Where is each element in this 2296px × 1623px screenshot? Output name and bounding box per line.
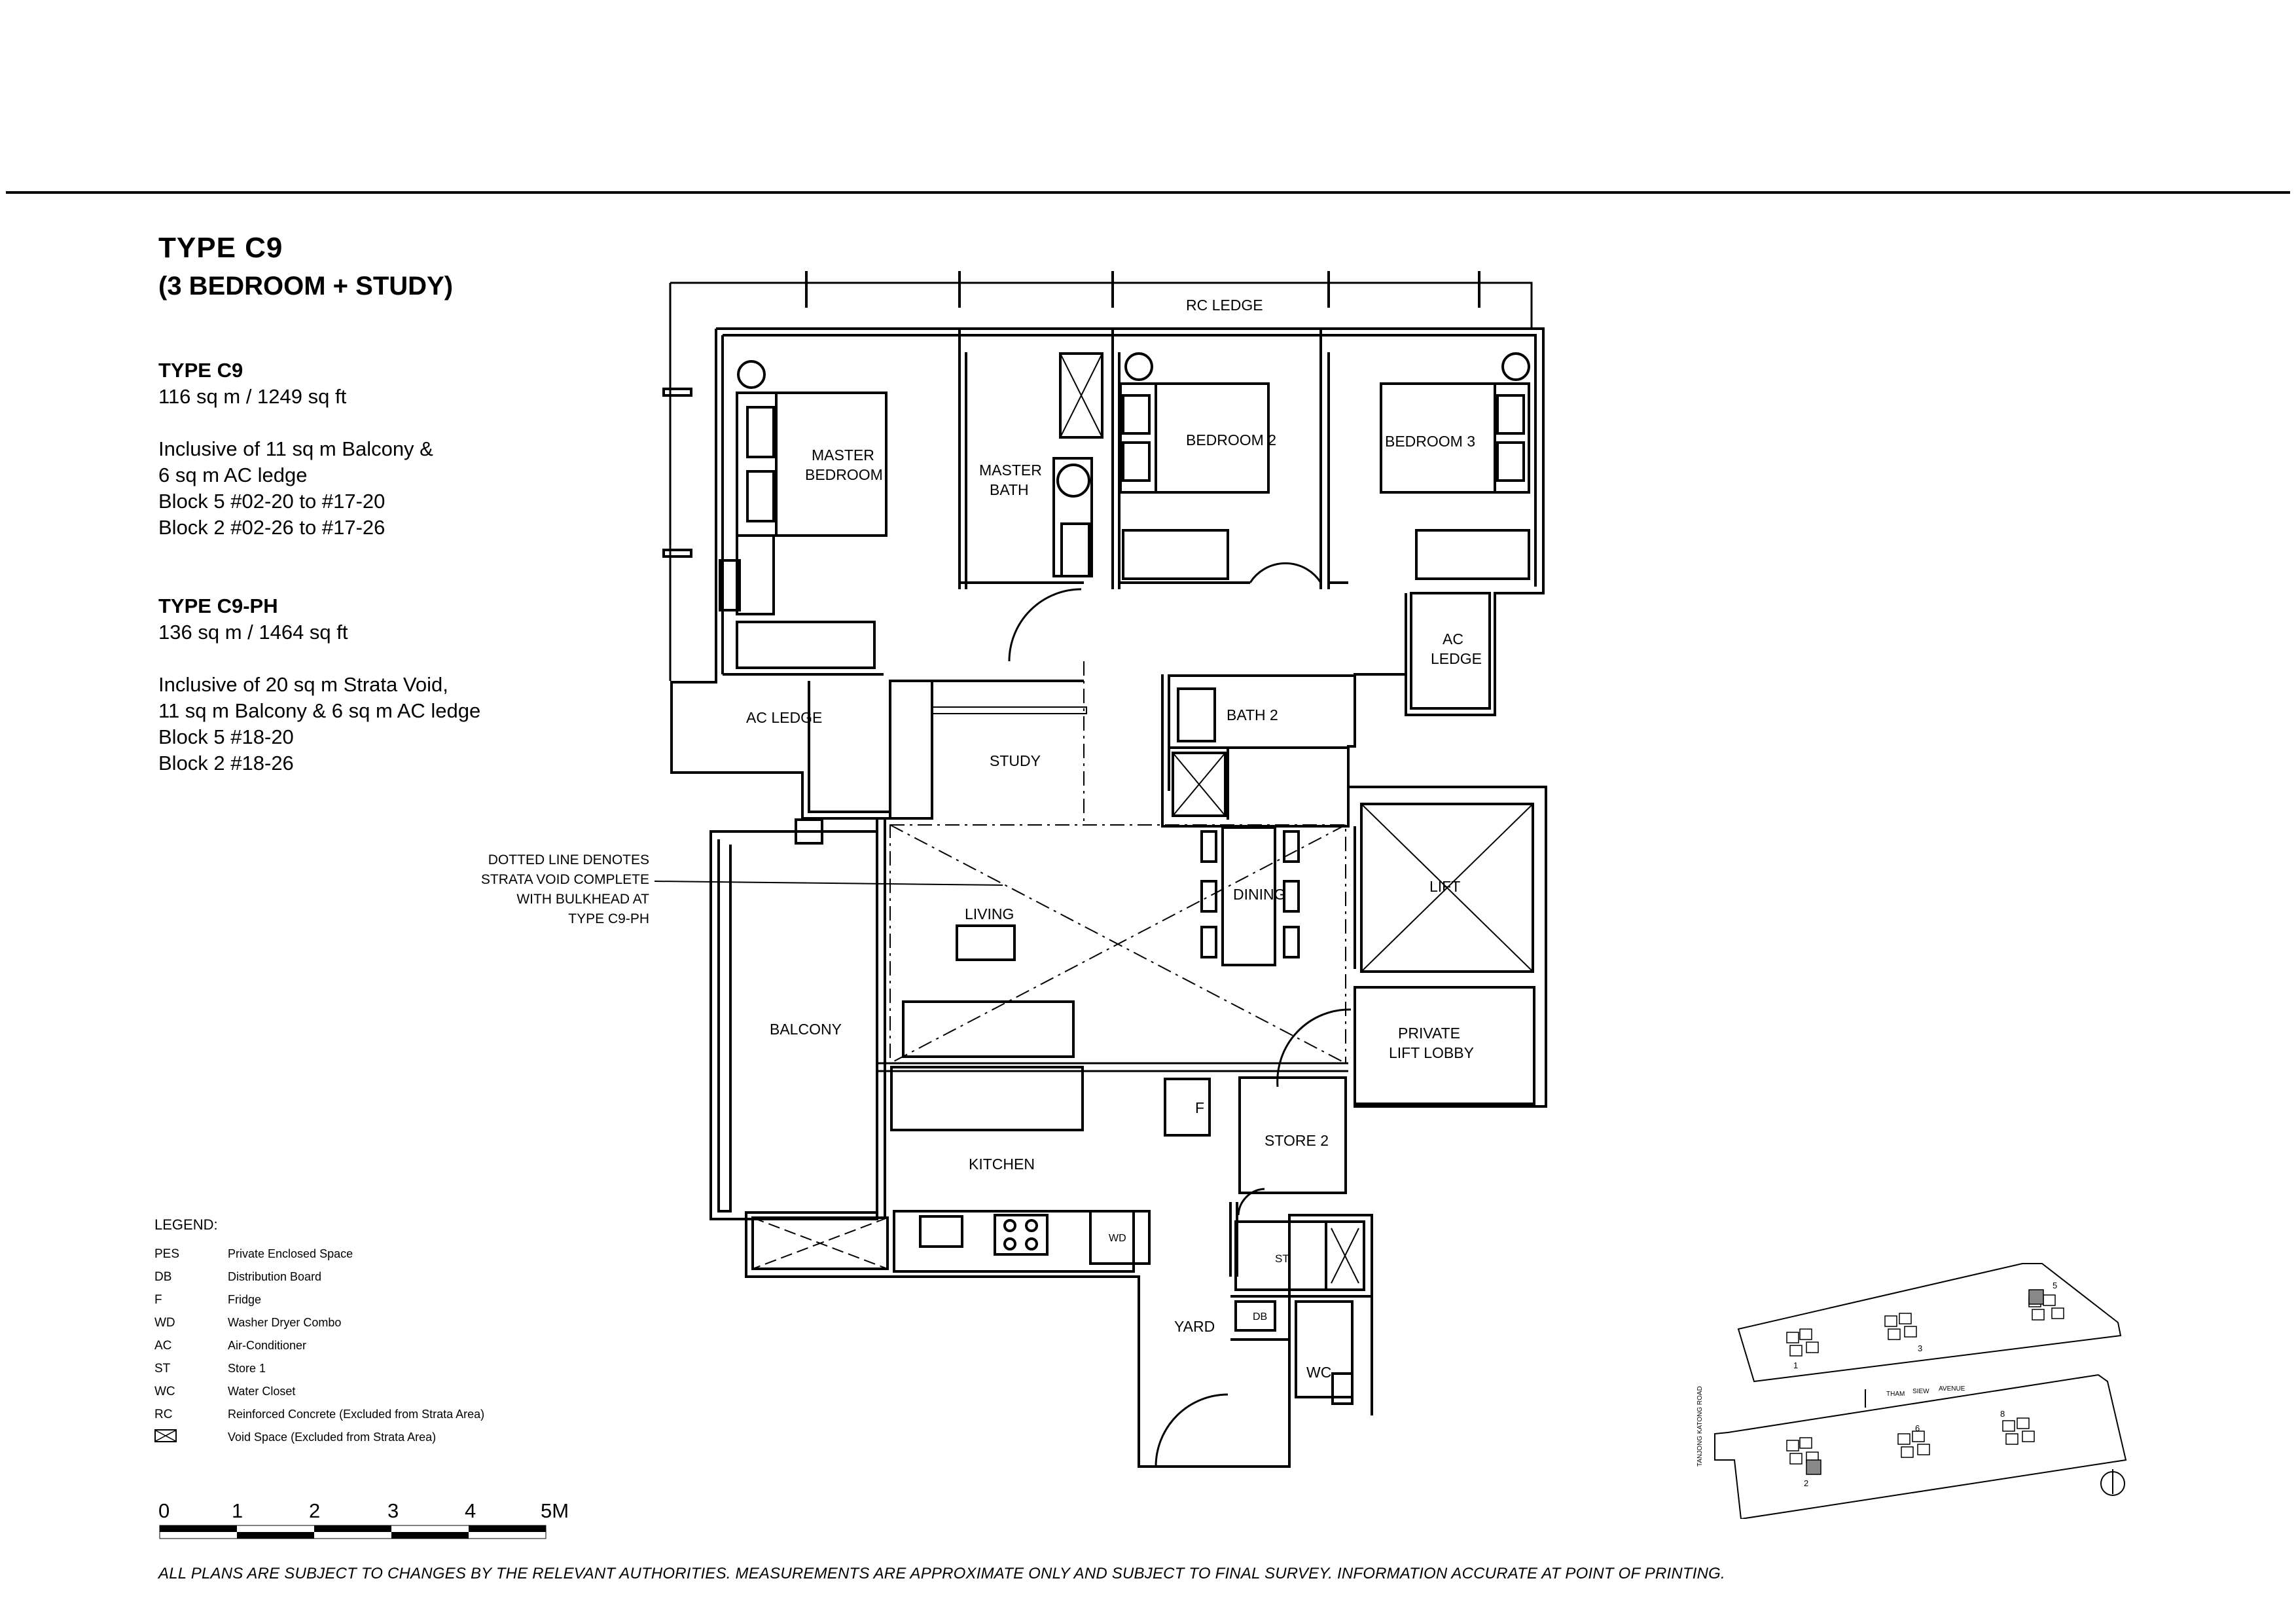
site-avenue-label: AVENUE (1939, 1385, 1965, 1393)
highlighted-unit-block-2 (1806, 1459, 1821, 1475)
unit-c9ph-area: 136 sq m / 1464 sq ft (158, 621, 348, 644)
label-bath-2: BATH 2 (1227, 706, 1278, 723)
label-db: DB (1253, 1311, 1267, 1322)
unit-c9ph-line: Inclusive of 20 sq m Strata Void, (158, 673, 448, 696)
void-note-line: WITH BULKHEAD AT (516, 892, 649, 907)
label-rc-ledge: RC LEDGE (1186, 297, 1263, 314)
label-master-bath: BATH (990, 481, 1029, 498)
highlighted-unit-block-5 (2028, 1289, 2044, 1305)
label-store-2: STORE 2 (1265, 1132, 1329, 1149)
site-block-label: 8 (2000, 1409, 2005, 1419)
label-kitchen: KITCHEN (969, 1156, 1035, 1173)
scale-bar-graphic (159, 1525, 547, 1539)
label-study: STUDY (990, 752, 1041, 769)
label-master-bath: MASTER (979, 462, 1042, 479)
unit-c9ph-line: Block 2 #18-26 (158, 752, 294, 775)
unit-c9-line: Block 5 #02-20 to #17-20 (158, 490, 386, 513)
page-title: TYPE C9 (158, 232, 283, 264)
scale-label: 2 (309, 1499, 321, 1522)
disclaimer: ALL PLANS ARE SUBJECT TO CHANGES BY THE … (158, 1565, 1725, 1582)
site-block-label: 1 (1793, 1360, 1798, 1370)
page-subtitle: (3 BEDROOM + STUDY) (158, 272, 454, 301)
site-block-label: 6 (1915, 1423, 1920, 1433)
scale-label: 0 (158, 1499, 170, 1522)
scale-label: 3 (387, 1499, 399, 1522)
scale-bar: 0 1 2 3 4 5M (158, 1499, 569, 1542)
label-bedroom-3: BEDROOM 3 (1385, 433, 1475, 450)
void-note-line: STRATA VOID COMPLETE (481, 872, 649, 887)
unit-c9-line: Inclusive of 11 sq m Balcony & (158, 437, 433, 460)
label-ac-ledge-right: LEDGE (1431, 650, 1482, 667)
label-wd: WD (1109, 1233, 1126, 1244)
unit-c9-heading: TYPE C9 (158, 359, 243, 382)
site-avenue-label: THAM (1886, 1391, 1905, 1398)
unit-c9-line: Block 2 #02-26 to #17-26 (158, 516, 386, 539)
unit-c9ph-line: Block 5 #18-20 (158, 725, 294, 748)
label-balcony: BALCONY (770, 1021, 842, 1038)
header-rule (6, 191, 2290, 194)
site-plan: 1 2 3 5 6 8 THAM SIEW AVENUE TANJONG KAT… (1696, 1263, 2127, 1519)
label-private-lift-lobby: LIFT LOBBY (1389, 1044, 1474, 1061)
label-fridge: F (1195, 1099, 1204, 1116)
unit-c9-line: 6 sq m AC ledge (158, 464, 308, 486)
site-block-label: 2 (1804, 1478, 1808, 1488)
void-space-icon (154, 1429, 177, 1442)
label-ac-ledge-right: AC (1443, 630, 1463, 647)
void-note-line: DOTTED LINE DENOTES (488, 852, 649, 867)
label-living: LIVING (965, 905, 1014, 922)
site-block-label: 5 (2053, 1281, 2057, 1290)
site-block-label: 3 (1918, 1343, 1922, 1353)
unit-info-c9: TYPE C9 116 sq m / 1249 sq ft Inclusive … (158, 357, 433, 541)
legend-item: Void Space (Excluded from Strata Area) (154, 1426, 484, 1449)
label-master-bedroom: MASTER (812, 447, 874, 464)
label-dining: DINING (1233, 886, 1286, 903)
void-note-line: TYPE C9-PH (568, 911, 649, 926)
unit-c9ph-heading: TYPE C9-PH (158, 594, 278, 617)
label-private-lift-lobby: PRIVATE (1398, 1025, 1460, 1042)
label-bedroom-2: BEDROOM 2 (1186, 431, 1276, 448)
unit-c9-area: 116 sq m / 1249 sq ft (158, 385, 347, 408)
site-avenue-label: SIEW (1912, 1388, 1929, 1395)
north-arrow-icon (2100, 1469, 2125, 1496)
label-wc: WC (1306, 1364, 1331, 1381)
scale-label: 5M (541, 1499, 569, 1522)
legend-heading: LEGEND: (154, 1216, 218, 1233)
label-st: ST (1275, 1252, 1289, 1265)
site-road-label: TANJONG KATONG ROAD (1696, 1386, 1704, 1467)
label-yard: YARD (1174, 1318, 1215, 1335)
label-lift: LIFT (1429, 878, 1460, 895)
label-master-bedroom: BEDROOM (805, 466, 883, 483)
unit-c9ph-line: 11 sq m Balcony & 6 sq m AC ledge (158, 699, 481, 722)
scale-label: 4 (465, 1499, 476, 1522)
scale-label: 1 (232, 1499, 243, 1522)
label-ac-ledge-left: AC LEDGE (746, 709, 822, 726)
unit-info-c9ph: TYPE C9-PH 136 sq m / 1464 sq ft Inclusi… (158, 593, 480, 776)
